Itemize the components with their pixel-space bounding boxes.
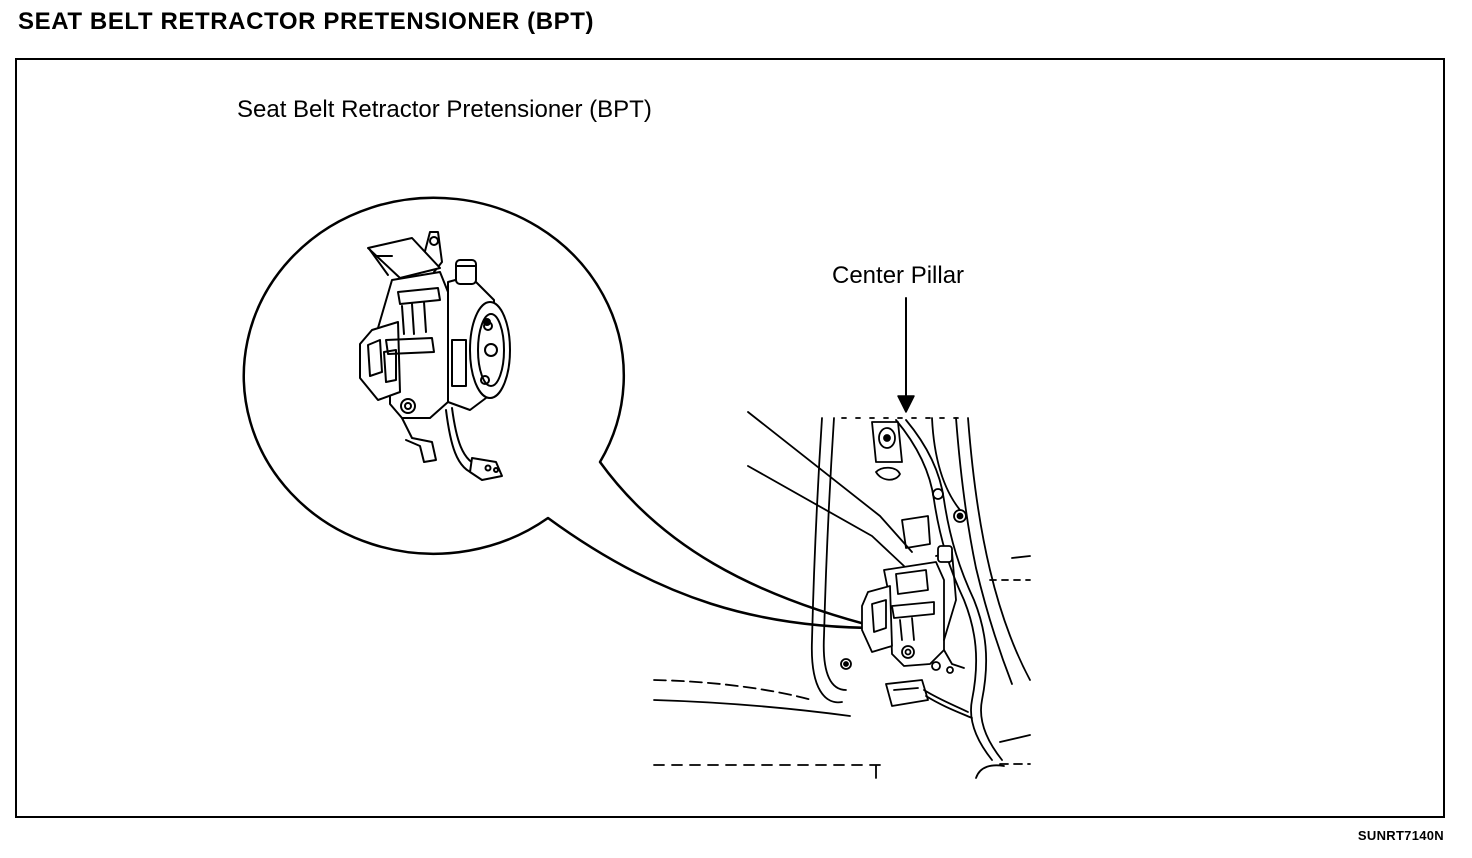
center-pillar-leader xyxy=(897,297,915,413)
magnifier-bubble xyxy=(242,196,882,630)
center-pillar-label: Center Pillar xyxy=(832,262,965,289)
diagram-frame xyxy=(15,58,1445,818)
retractor-inset xyxy=(359,231,511,481)
retractor-callout-label: Seat Belt Retractor Pretensioner (BPT) xyxy=(237,96,652,123)
figure-code: SUNRT7140N xyxy=(1357,828,1444,843)
page-title: SEAT BELT RETRACTOR PRETENSIONER (BPT) xyxy=(18,8,595,35)
center-pillar-scene xyxy=(653,411,1031,779)
